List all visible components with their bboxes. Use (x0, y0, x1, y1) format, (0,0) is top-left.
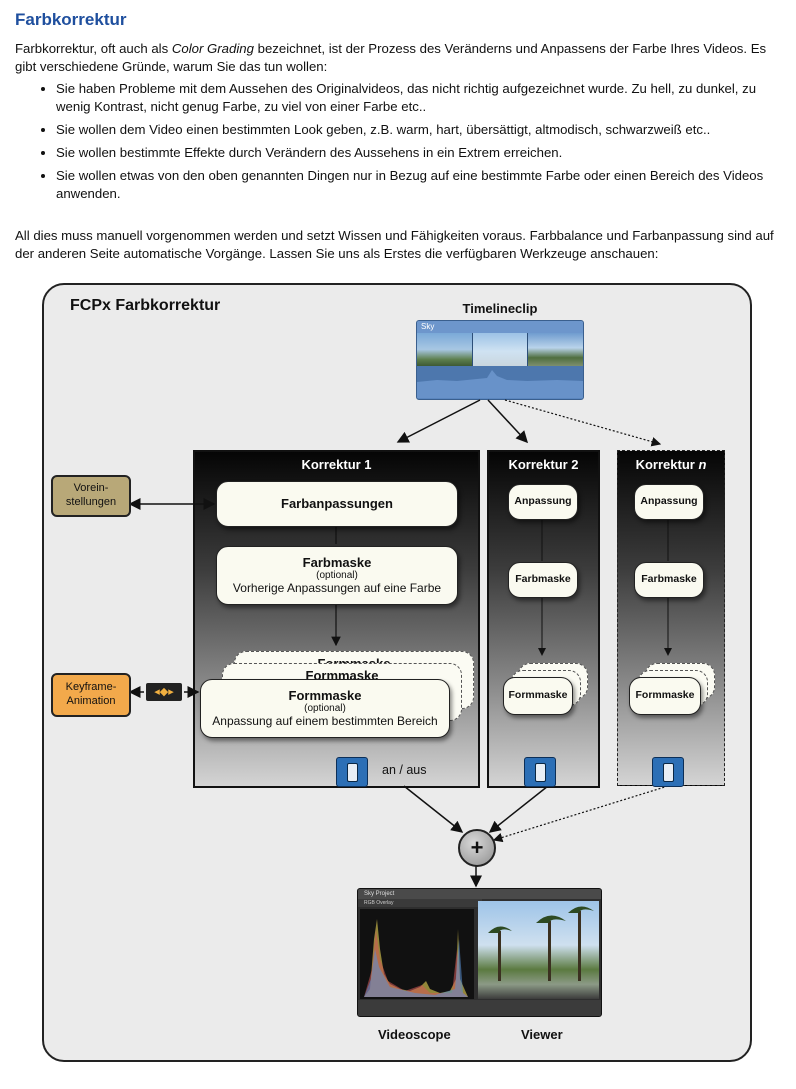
color-mask-description: Vorherige Anpassungen auf eine Farbe (232, 581, 442, 595)
shape-mask-optional: (optional) (304, 703, 346, 714)
shape-mask-description: Anpassung auf einem bestimmten Bereich (212, 714, 438, 728)
color-mask-n-box: Farbmaske (634, 562, 704, 598)
toggle-label: an / aus (382, 763, 427, 777)
list-item: Sie wollen bestimmte Effekte durch Verän… (56, 144, 780, 162)
timeline-label: Timelineclip (462, 301, 538, 316)
intro-paragraph: Farbkorrektur, oft auch als Color Gradin… (15, 40, 780, 76)
color-adjustments-box: Farbanpassungen (216, 481, 458, 527)
adjustment-2-box: Anpassung (508, 484, 578, 520)
clip-name: Sky (417, 321, 583, 333)
keyframe-icon: ◂◆▸ (146, 683, 182, 701)
presets-label-line2: stellungen (65, 496, 117, 508)
keyframe-label-line1: Keyframe- (65, 681, 117, 693)
adjustment-2-label: Anpassung (514, 495, 572, 507)
presets-label-line1: Vorein- (73, 482, 109, 494)
shape-mask-n-box: Formmaske (629, 677, 701, 715)
color-mask-label: Farbmaske (302, 555, 372, 570)
switch-toggle-icon (524, 757, 556, 787)
diagram-title: FCPx Farbkorrektur (70, 297, 221, 314)
viewer-image (478, 901, 599, 999)
color-adjustments-label: Farbanpassungen (281, 496, 393, 511)
viewer-label: Viewer (521, 1027, 563, 1042)
color-mask-2-label: Farbmaske (515, 573, 571, 585)
viewer-toolbar (358, 1000, 601, 1016)
shape-mask-n-label: Formmaske (635, 689, 695, 701)
list-item: Sie wollen etwas von den oben genannten … (56, 167, 780, 203)
clip-thumbnail (528, 333, 583, 366)
color-mask-optional: (optional) (316, 570, 358, 581)
page-title: Farbkorrektur (15, 10, 127, 29)
list-item: Sie wollen dem Video einen bestimmten Lo… (56, 121, 780, 139)
clip-thumbnails (417, 333, 583, 366)
viewer-project-title: Sky Project (358, 889, 601, 899)
correction-n-label: Korrektur n (617, 457, 725, 472)
videoscope-display (360, 909, 474, 999)
clip-thumbnail (472, 333, 529, 366)
color-mask-n-label: Farbmaske (641, 573, 697, 585)
correction-n-label-n: n (698, 457, 707, 472)
keyframe-animation-box: Keyframe- Animation (51, 673, 131, 717)
clip-waveform (417, 366, 583, 398)
list-item: Sie haben Probleme mit dem Aussehen des … (56, 80, 780, 116)
color-mask-box: Farbmaske (optional) Vorherige Anpassung… (216, 546, 458, 605)
clip-thumbnail (417, 333, 473, 366)
switch-toggle-icon (652, 757, 684, 787)
switch-toggle-icon (336, 757, 368, 787)
plus-icon: + (458, 829, 496, 867)
histogram-icon (364, 919, 468, 997)
adjustment-n-label: Anpassung (640, 495, 698, 507)
viewer-overlay-label: RGB Overlay (358, 899, 482, 907)
videoscope-label: Videoscope (378, 1027, 451, 1042)
palm-trees-icon (488, 906, 594, 981)
shape-mask-2-label: Formmaske (508, 689, 568, 701)
intro-emphasis: Color Grading (171, 41, 254, 56)
keyframe-label-line2: Animation (66, 695, 116, 707)
correction-1-label: Korrektur 1 (301, 457, 372, 472)
shape-mask-2-box: Formmaske (503, 677, 573, 715)
shape-mask-label: Formmaske (288, 688, 362, 703)
adjustment-n-box: Anpassung (634, 484, 704, 520)
viewer-screenshot: Sky Project RGB Overlay (357, 888, 602, 1017)
tools-paragraph: All dies muss manuell vorgenommen werden… (15, 228, 774, 261)
shape-mask-box: Formmaske (optional) Anpassung auf einem… (200, 679, 450, 738)
timeline-clip: Sky (416, 320, 584, 400)
intro-text-b: bezeichnet, ist der Prozess des Veränder… (15, 41, 767, 74)
presets-box: Vorein- stellungen (51, 475, 131, 517)
intro-section: Farbkorrektur, oft auch als Color Gradin… (15, 40, 780, 208)
intro-text-a: Farbkorrektur, oft auch als (15, 41, 172, 56)
reasons-list: Sie haben Probleme mit dem Aussehen des … (15, 80, 780, 203)
correction-n-label-main: Korrektur (635, 457, 699, 472)
correction-2-label: Korrektur 2 (508, 457, 579, 472)
color-mask-2-box: Farbmaske (508, 562, 578, 598)
waveform-icon (417, 370, 583, 398)
